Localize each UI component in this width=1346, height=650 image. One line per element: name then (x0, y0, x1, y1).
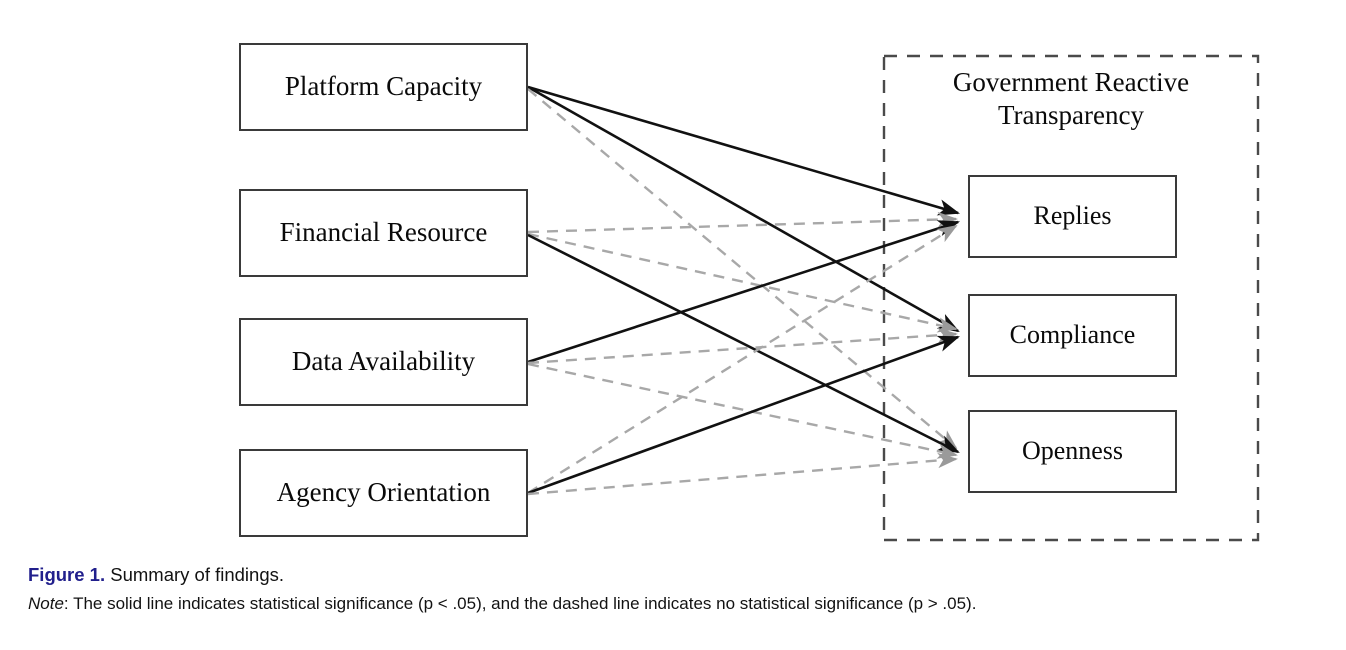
figure-number-label: Figure 1. (28, 564, 106, 585)
edge-data-availability-to-openness (527, 362, 958, 459)
node-agency-orientation-label: Agency Orientation (276, 477, 491, 508)
node-compliance-label: Compliance (1009, 320, 1136, 350)
node-platform-capacity[interactable]: Platform Capacity (239, 43, 528, 131)
edge-agency-orientation-to-compliance (527, 335, 960, 495)
edge-platform-capacity-to-replies (527, 85, 960, 216)
group-title: Government Reactive Transparency (914, 66, 1228, 132)
edge-data-availability-to-compliance (527, 327, 958, 365)
path-diagram-canvas (527, 54, 1260, 542)
group-title-line-1: Government Reactive (952, 67, 1190, 97)
node-data-availability[interactable]: Data Availability (239, 318, 528, 406)
edge-agency-orientation-to-replies (527, 224, 958, 495)
node-openness[interactable]: Openness (968, 410, 1177, 493)
node-agency-orientation[interactable]: Agency Orientation (239, 449, 528, 537)
edge-financial-resource-to-openness (527, 233, 960, 454)
node-data-availability-label: Data Availability (291, 346, 476, 377)
node-replies-label: Replies (1033, 201, 1112, 231)
note-label: Note (28, 593, 64, 613)
node-compliance[interactable]: Compliance (968, 294, 1177, 377)
node-financial-resource[interactable]: Financial Resource (239, 189, 528, 277)
note-text: The solid line indicates statistical sig… (73, 593, 977, 613)
node-openness-label: Openness (1021, 436, 1124, 466)
figure-caption-line: Figure 1. Summary of findings. (28, 561, 1328, 590)
figure-caption-block: Figure 1. Summary of findings. Note: The… (28, 561, 1328, 616)
note-separator: : (63, 593, 74, 613)
edge-financial-resource-to-compliance (527, 232, 958, 333)
node-replies[interactable]: Replies (968, 175, 1177, 258)
edge-platform-capacity-to-compliance (527, 85, 960, 333)
group-dashed-border (882, 54, 1260, 542)
node-platform-capacity-label: Platform Capacity (284, 71, 483, 102)
figure-title-text: Summary of findings. (110, 564, 285, 585)
edge-data-availability-to-replies (527, 220, 960, 364)
edge-financial-resource-to-replies (527, 211, 958, 234)
edge-platform-capacity-to-openness (527, 88, 958, 450)
edge-agency-orientation-to-openness (527, 452, 958, 496)
figure-note-line: Note: The solid line indicates statistic… (28, 591, 1328, 617)
node-financial-resource-label: Financial Resource (279, 217, 488, 248)
group-title-line-2: Transparency (998, 99, 1144, 130)
